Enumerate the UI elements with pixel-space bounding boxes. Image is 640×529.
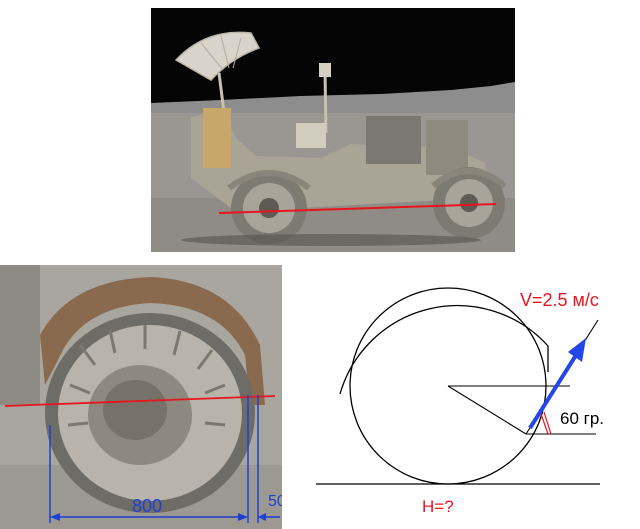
rover-seats	[366, 116, 421, 164]
wheel-closeup-photo: 800 50	[0, 265, 282, 529]
velocity-arrow	[528, 350, 580, 430]
lunar-rover-illustration	[151, 8, 515, 252]
height-label: H=?	[422, 497, 454, 516]
velocity-arrowhead	[568, 338, 586, 362]
velocity-label: V=2.5 м/с	[520, 290, 599, 310]
geometry-diagram: V=2.5 м/с 60 гр. H=?	[288, 262, 640, 529]
rear-wheel	[431, 167, 507, 239]
angle-mark	[540, 413, 549, 435]
dimension-label-800: 800	[132, 496, 162, 516]
distant-ridge	[151, 82, 515, 118]
fender-arc	[339, 304, 549, 395]
wheel-closeup-illustration: 800 50	[0, 265, 282, 529]
radius-to-release-point	[447, 385, 527, 435]
front-wheel	[227, 170, 311, 244]
wheel-geometry-diagram: V=2.5 м/с 60 гр. H=?	[316, 287, 604, 516]
fender	[40, 277, 265, 405]
axle-height-line	[218, 203, 497, 214]
lunar-rover-photo	[151, 8, 515, 252]
angle-label: 60 гр.	[560, 409, 604, 428]
axle-line	[4, 395, 276, 407]
dimension-label-50: 50	[268, 493, 282, 510]
wheel-hub	[103, 380, 167, 440]
dish-antenna	[174, 31, 261, 81]
